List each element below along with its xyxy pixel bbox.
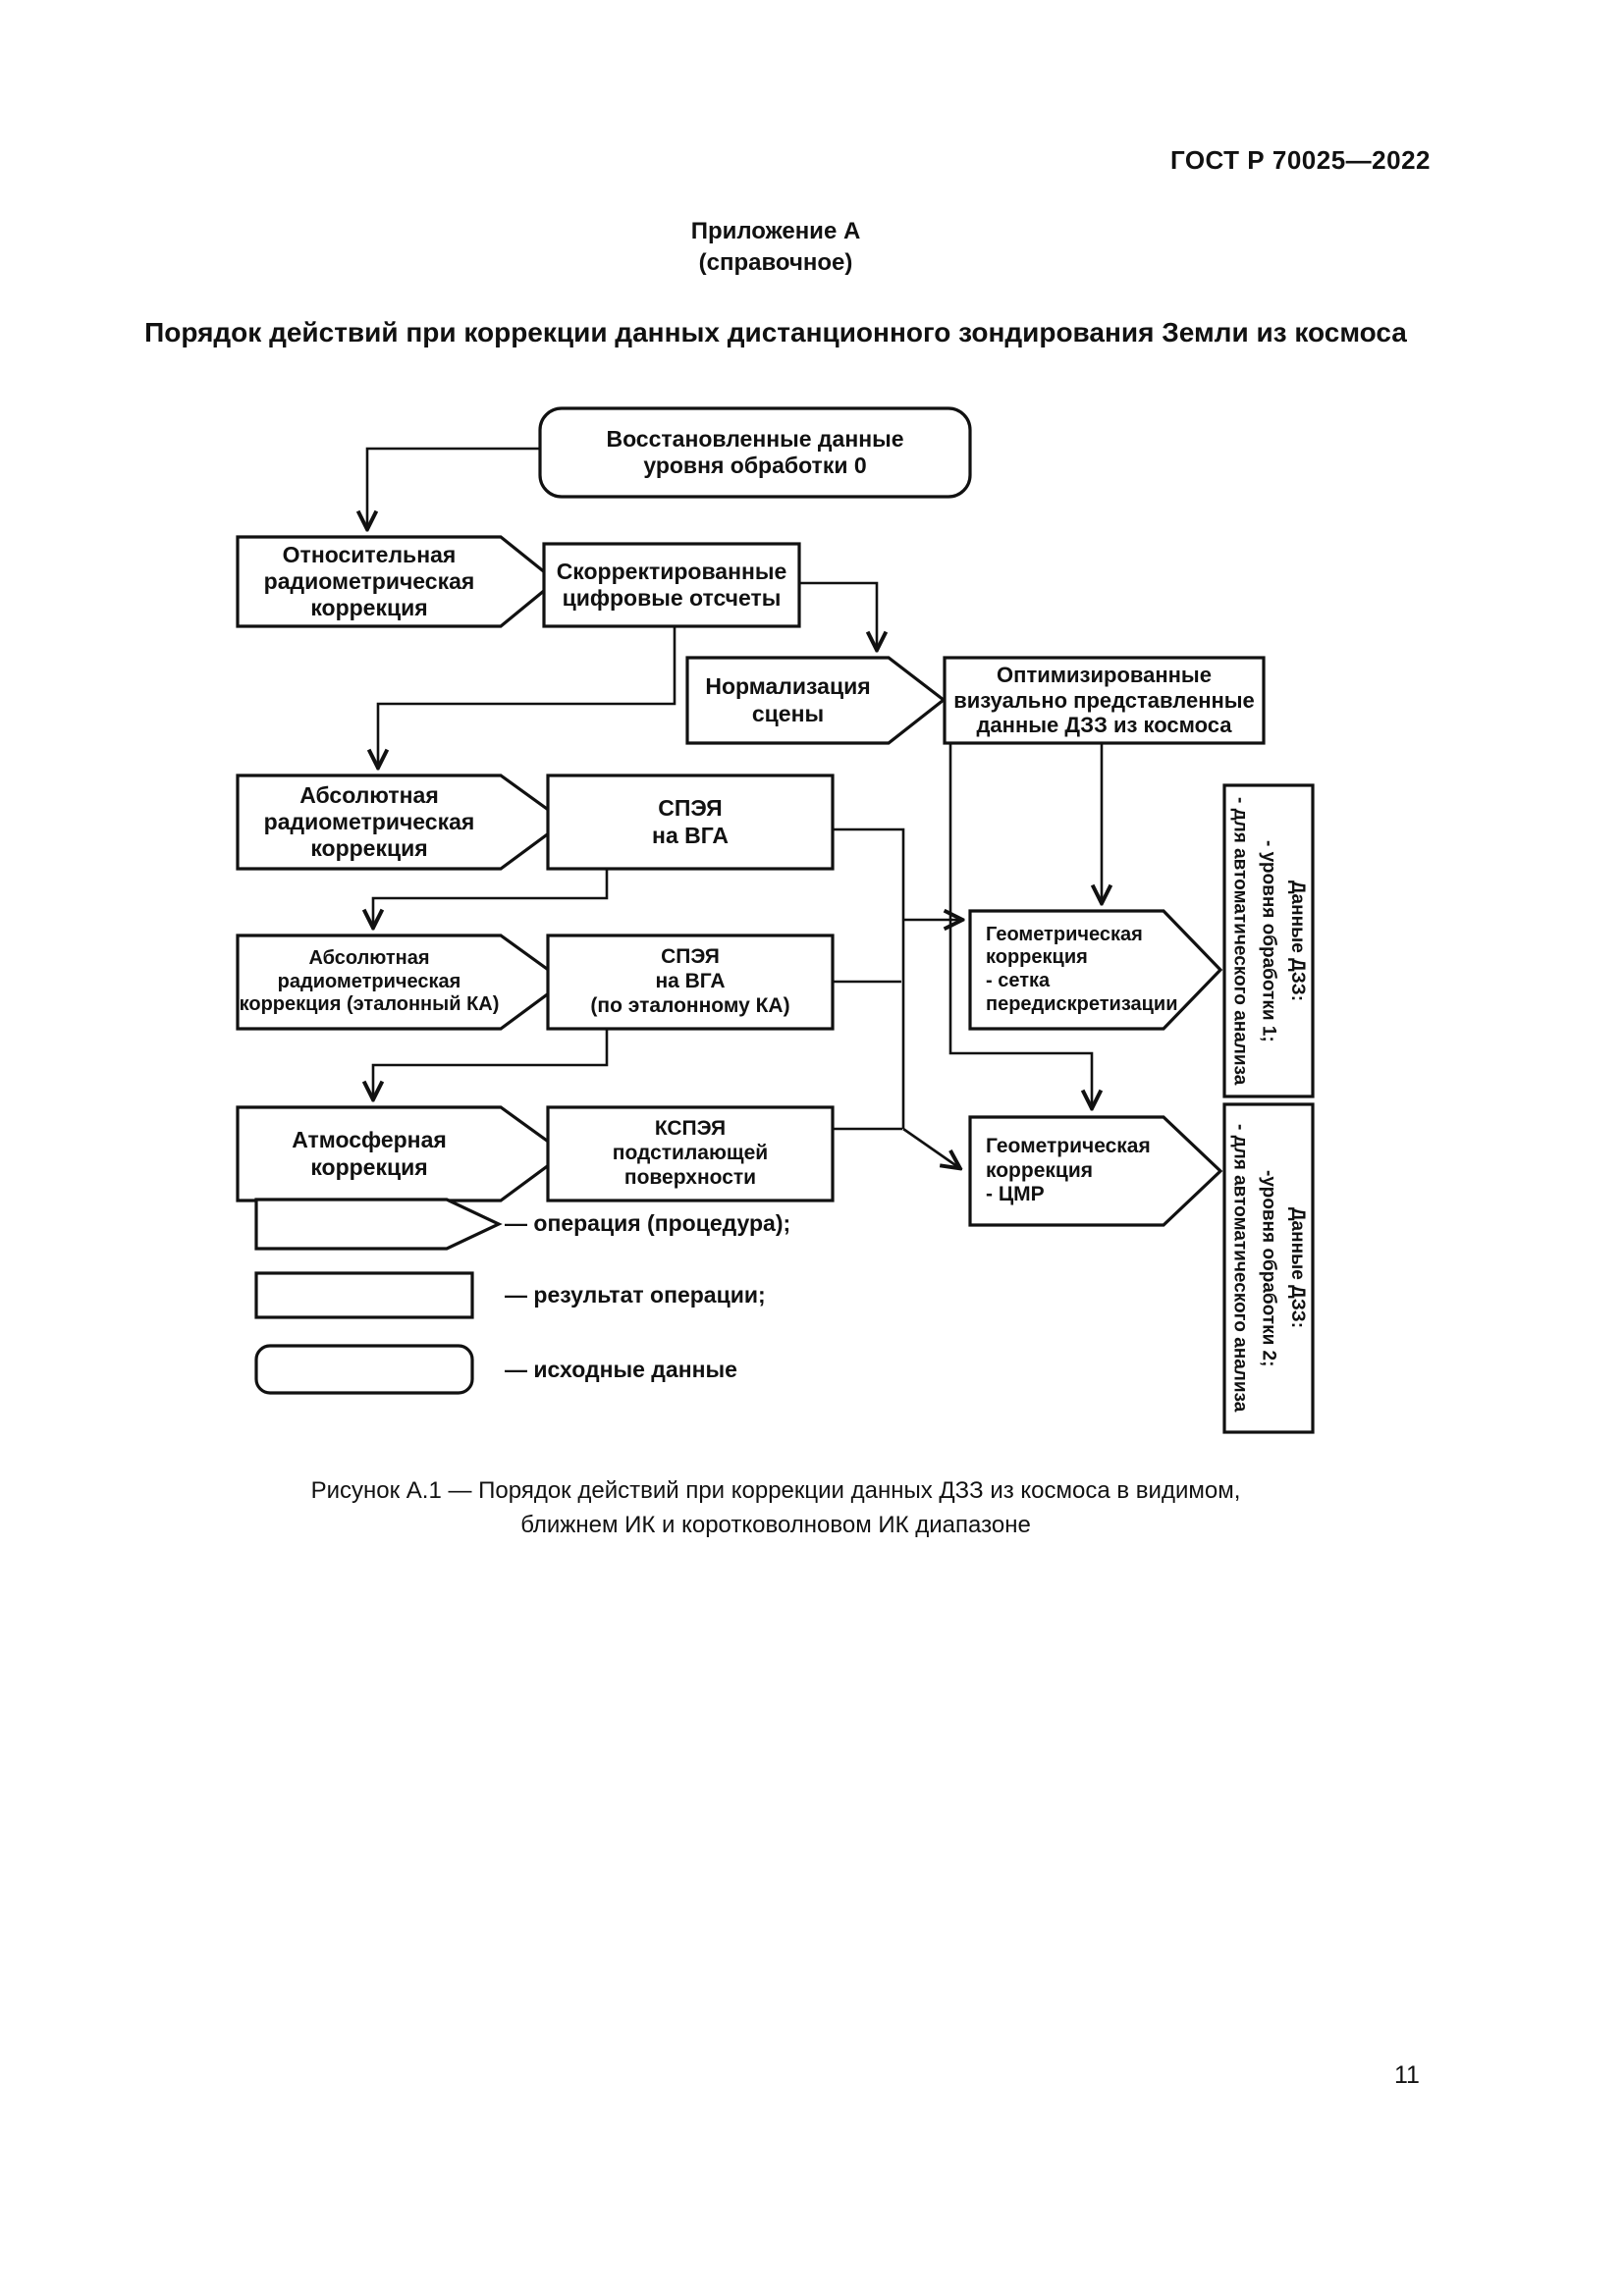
absolute-radiometric-pentagon — [236, 774, 568, 871]
appendix-subtitle: (справочное) — [698, 249, 853, 276]
kspea-box — [546, 1105, 835, 1202]
scene-normalization-pentagon — [685, 656, 947, 745]
corrected-counts-box — [542, 542, 801, 628]
absolute-radiometric-ref-pentagon — [236, 934, 568, 1031]
dzz-level1-box — [1222, 783, 1315, 1098]
document-code: ГОСТ Р 70025—2022 — [1169, 145, 1431, 175]
connector-restored-to-relative — [367, 447, 540, 527]
appendix-title: Приложение А — [690, 218, 861, 244]
atmospheric-pentagon — [236, 1105, 568, 1202]
connector-trunk-to-dem — [902, 1127, 958, 1167]
spea-vga-ref-box — [546, 934, 835, 1031]
connector-spea-ref-to-atmospheric — [373, 1029, 609, 1097]
connector-spea-right-trunk — [833, 828, 905, 1129]
geometric-grid-pentagon — [968, 909, 1223, 1031]
page-number: 11 — [1394, 2061, 1420, 2089]
legend-result-label: — результат операции; — [505, 1282, 766, 1308]
optimized-data-box — [943, 656, 1266, 745]
legend-pentagon-shape — [254, 1198, 503, 1251]
figure-caption: Рисунок А.1 — Порядок действий при корре… — [310, 1477, 1241, 1538]
geometric-dem-pentagon — [968, 1115, 1223, 1227]
node-shapes — [236, 406, 1315, 1434]
legend-rounded-shape — [254, 1344, 474, 1395]
dzz-level2-box — [1222, 1102, 1315, 1434]
restored-data-box — [538, 406, 972, 499]
connector-counts-to-absolute — [378, 626, 677, 766]
legend-source-label: — исходные данные — [505, 1357, 737, 1382]
legend-rectangle-shape — [254, 1271, 474, 1319]
connector-lines — [367, 447, 1102, 1167]
page-title: Порядок действий при коррекции данных ди… — [144, 317, 1407, 347]
connector-spea-to-absolute-ref — [373, 869, 609, 926]
legend-operation-label: — операция (процедура); — [505, 1210, 791, 1236]
connector-counts-to-normalization — [799, 581, 877, 648]
connector-optimized-to-dem — [948, 743, 1092, 1106]
spea-vga-box — [546, 774, 835, 871]
relative-radiometric-pentagon — [236, 535, 559, 628]
flowchart-canvas — [236, 406, 1315, 1434]
